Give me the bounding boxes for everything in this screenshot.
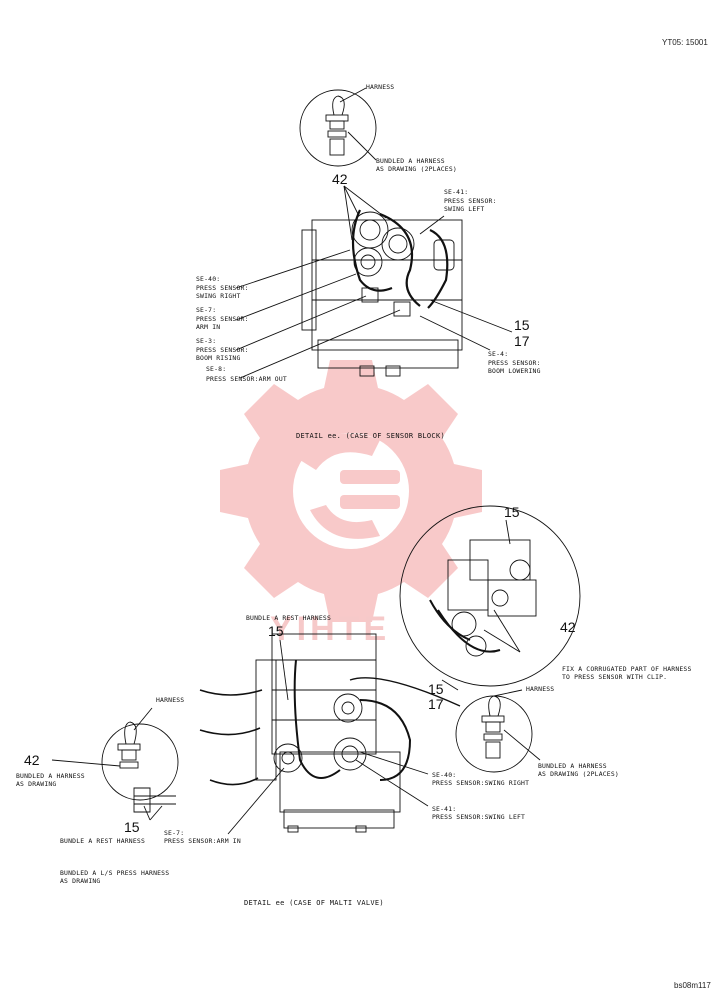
callout-15-main: 15 xyxy=(268,623,284,639)
sensor-se3-code: SE-3: xyxy=(196,337,217,345)
sensor-se4-desc: PRESS SENSOR: BOOM LOWERING xyxy=(488,359,541,375)
callout-17-right: 17 xyxy=(428,696,444,712)
sensor-se8-desc: PRESS SENSOR:ARM OUT xyxy=(206,375,287,383)
top-inset-bundled-label: BUNDLED A HARNESS AS DRAWING (2PLACES) xyxy=(376,157,457,173)
top-inset-harness-label: HARNESS xyxy=(366,83,395,91)
callout-15-top: 15 xyxy=(514,317,530,333)
sensor-se7-desc: PRESS SENSOR: ARM IN xyxy=(196,315,249,331)
callout-42-zoom: 42 xyxy=(560,619,576,635)
sensor-se41-desc: PRESS SENSOR: SWING LEFT xyxy=(444,197,497,213)
sensor-se7-code: SE-7: xyxy=(196,306,217,314)
callout-15-left: 15 xyxy=(124,819,140,835)
callout-15-zoom: 15 xyxy=(504,504,520,520)
se41-bottom-label: SE-41: PRESS SENSOR:SWING LEFT xyxy=(432,805,526,821)
callout-42-left: 42 xyxy=(24,752,40,768)
watermark-text: YIHTE xyxy=(270,610,390,648)
bundle-rest-harness-top: BUNDLE A REST HARNESS xyxy=(246,614,331,622)
se40-bottom-label: SE-40: PRESS SENSOR:SWING RIGHT xyxy=(432,771,530,787)
left-inset-bundled-label: BUNDLED A HARNESS AS DRAWING xyxy=(16,772,85,788)
se7-bottom-label: SE-7: PRESS SENSOR:ARM IN xyxy=(164,829,241,845)
right-inset-harness-label: HARNESS xyxy=(526,685,555,693)
top-detail-caption: DETAIL ee. (CASE OF SENSOR BLOCK) xyxy=(296,432,445,440)
right-inset-bundled-label: BUNDLED A HARNESS AS DRAWING (2PLACES) xyxy=(538,762,619,778)
sensor-se40-code: SE-40: xyxy=(196,275,221,283)
page-code: bs08m117 xyxy=(674,981,711,990)
bundled-ls-press-harness: BUNDLED A L/S PRESS HARNESS AS DRAWING xyxy=(60,869,170,885)
doc-code: YT05: 15001 xyxy=(662,38,708,47)
sensor-se3-desc: PRESS SENSOR: BOOM RISING xyxy=(196,346,249,362)
top-detail-block xyxy=(235,87,513,379)
watermark-gear xyxy=(220,360,482,622)
callout-17-top: 17 xyxy=(514,333,530,349)
left-inset-harness-label: HARNESS xyxy=(156,696,185,704)
bottom-detail-caption: DETAIL ee (CASE OF MALTI VALVE) xyxy=(244,899,384,907)
sensor-se41-code: SE-41: xyxy=(444,188,469,196)
bottom-detail-block xyxy=(51,505,581,835)
callout-42-top: 42 xyxy=(332,171,348,187)
callout-15-right: 15 xyxy=(428,681,444,697)
sensor-se40-desc: PRESS SENSOR: SWING RIGHT xyxy=(196,284,249,300)
sensor-se4-code: SE-4: xyxy=(488,350,509,358)
bundle-rest-harness-left: BUNDLE A REST HARNESS xyxy=(60,837,145,845)
sensor-se8-code: SE-8: xyxy=(206,365,227,373)
fix-clip-note: FIX A CORRUGATED PART OF HARNESS TO PRES… xyxy=(562,665,692,681)
